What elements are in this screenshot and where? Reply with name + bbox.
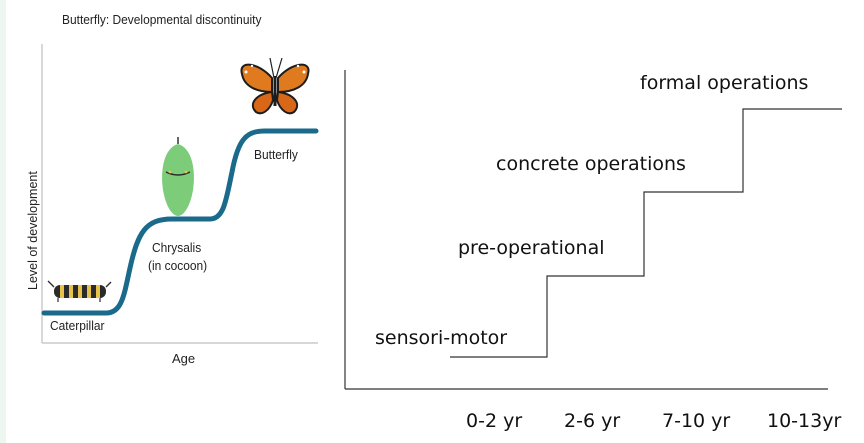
left-diagram-title: Butterfly: Developmental discontinuity xyxy=(62,12,262,27)
caterpillar-icon xyxy=(47,280,112,302)
chrysalis-icon xyxy=(162,137,194,216)
development-curve xyxy=(41,128,319,316)
chrysalis-sublabel: (in cocoon) xyxy=(148,258,208,273)
age-2-6: 2-6 yr xyxy=(564,410,621,432)
caterpillar-label: Caterpillar xyxy=(50,318,105,333)
butterfly-icon xyxy=(240,57,310,115)
development-staircase xyxy=(450,108,842,358)
age-10-13: 10-13yr xyxy=(767,410,842,432)
stage-formal-operations: formal operations xyxy=(640,72,809,94)
age-0-2: 0-2 yr xyxy=(466,410,523,432)
stage-pre-operational: pre-operational xyxy=(458,237,605,259)
left-x-axis-label: Age xyxy=(172,351,196,366)
butterfly-label: Butterfly xyxy=(254,147,298,162)
chrysalis-label: Chrysalis xyxy=(152,240,202,255)
left-margin-strip xyxy=(0,0,6,443)
stage-concrete-operations: concrete operations xyxy=(496,153,686,175)
butterfly-discontinuity-diagram: Butterfly: Developmental discontinuity L… xyxy=(0,0,330,443)
stage-sensori-motor: sensori-motor xyxy=(375,327,508,349)
age-7-10: 7-10 yr xyxy=(662,410,731,432)
